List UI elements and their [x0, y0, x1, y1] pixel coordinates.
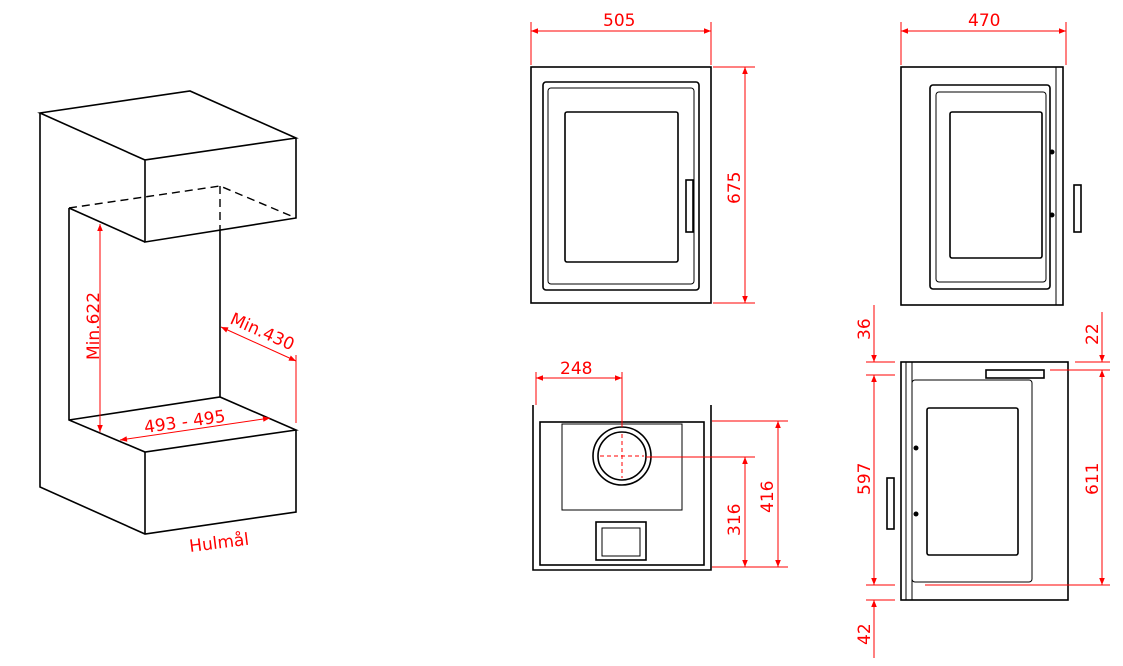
top-flue-label: 316	[725, 504, 745, 536]
niche-caption: Hulmål	[188, 529, 250, 557]
door-handle	[685, 179, 694, 233]
niche-width-label: 493 - 495	[143, 407, 227, 438]
top-view: 248 416 316	[532, 359, 788, 571]
niche-depth-label: Min.430	[227, 309, 297, 355]
niche-depth-dimension	[220, 326, 297, 362]
niche-height-label: Min.622	[84, 292, 104, 360]
section-view: 36 597 42 22 611	[855, 305, 1110, 658]
section-bottom-left-label: 42	[855, 623, 875, 645]
side-width-label: 470	[968, 11, 1000, 31]
section-top-left-label: 36	[855, 318, 875, 340]
top-depth-label: 416	[758, 481, 778, 513]
front-view: 505 675	[530, 11, 755, 304]
top-offset-label: 248	[560, 359, 592, 379]
section-left-height-label: 597	[855, 463, 875, 495]
front-width-label: 505	[603, 11, 635, 31]
front-height-label: 675	[725, 172, 745, 204]
section-top-right-label: 22	[1083, 323, 1103, 345]
niche-width-dimension	[119, 416, 271, 442]
side-view: 470	[900, 11, 1082, 306]
section-right-height-label: 611	[1083, 463, 1103, 495]
niche-isometric: Min.622 Min.430 493 - 495 Hulmål	[37, 90, 299, 557]
